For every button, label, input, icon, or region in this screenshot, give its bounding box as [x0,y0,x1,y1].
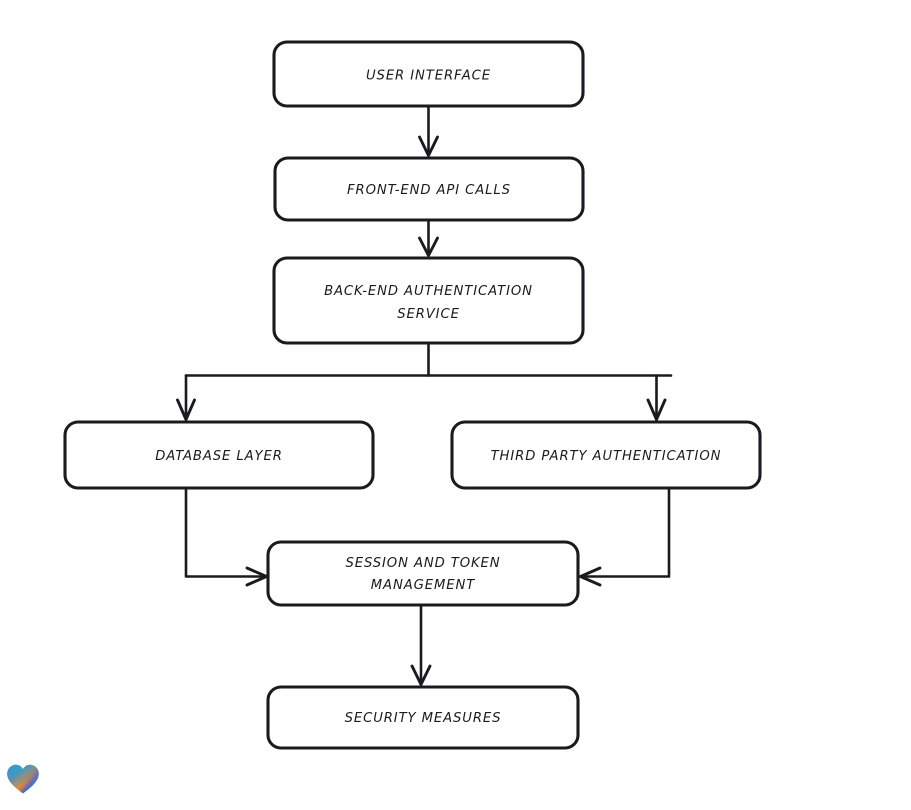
edge-api-to-backend [418,218,439,257]
node-label-session-and-token-management-line1: SESSION AND TOKEN [345,556,500,571]
heart-icon[interactable] [6,763,40,795]
node-label-back-end-authentication-service-line1: BACK-END AUTHENTICATION [324,284,533,299]
node-label-user-interface: USER INTERFACE [366,69,491,84]
node-label-security-measures: SECURITY MEASURES [345,711,502,726]
node-user-interface[interactable]: USER INTERFACE [272,40,585,108]
node-box-database-layer[interactable] [63,420,375,490]
node-label-session-and-token-management-line2: MANAGEMENT [371,578,476,593]
edge-backend-to-database [176,374,196,421]
edge-database-to-session [184,486,268,587]
node-box-session-and-token-management[interactable] [266,540,580,607]
node-front-end-api-calls[interactable]: FRONT-END API CALLS [273,156,585,222]
node-box-front-end-api-calls[interactable] [273,156,585,222]
node-box-security-measures[interactable] [266,685,580,750]
edge-session-to-security [410,603,432,686]
edge-ui-to-api [418,104,439,157]
node-box-third-party-authentication[interactable] [450,420,762,490]
node-box-user-interface[interactable] [272,40,585,108]
node-back-end-authentication-service[interactable]: BACK-END AUTHENTICATION SERVICE [272,256,585,345]
node-label-database-layer: DATABASE LAYER [155,449,283,464]
node-label-back-end-authentication-service-line2: SERVICE [397,307,460,322]
node-third-party-authentication[interactable]: THIRD PARTY AUTHENTICATION [450,420,762,490]
edge-backend-to-thirdparty [646,374,667,421]
node-box-back-end-authentication-service[interactable] [272,256,585,345]
edge-backend-branch-trunk [184,341,673,377]
heart-icon-highlight [7,764,39,794]
node-label-third-party-authentication: THIRD PARTY AUTHENTICATION [491,449,722,464]
node-session-and-token-management[interactable]: SESSION AND TOKEN MANAGEMENT [266,540,580,607]
node-database-layer[interactable]: DATABASE LAYER [63,420,375,490]
node-label-front-end-api-calls: FRONT-END API CALLS [347,183,511,198]
node-security-measures[interactable]: SECURITY MEASURES [266,685,580,750]
edge-thirdparty-to-session [579,486,671,587]
